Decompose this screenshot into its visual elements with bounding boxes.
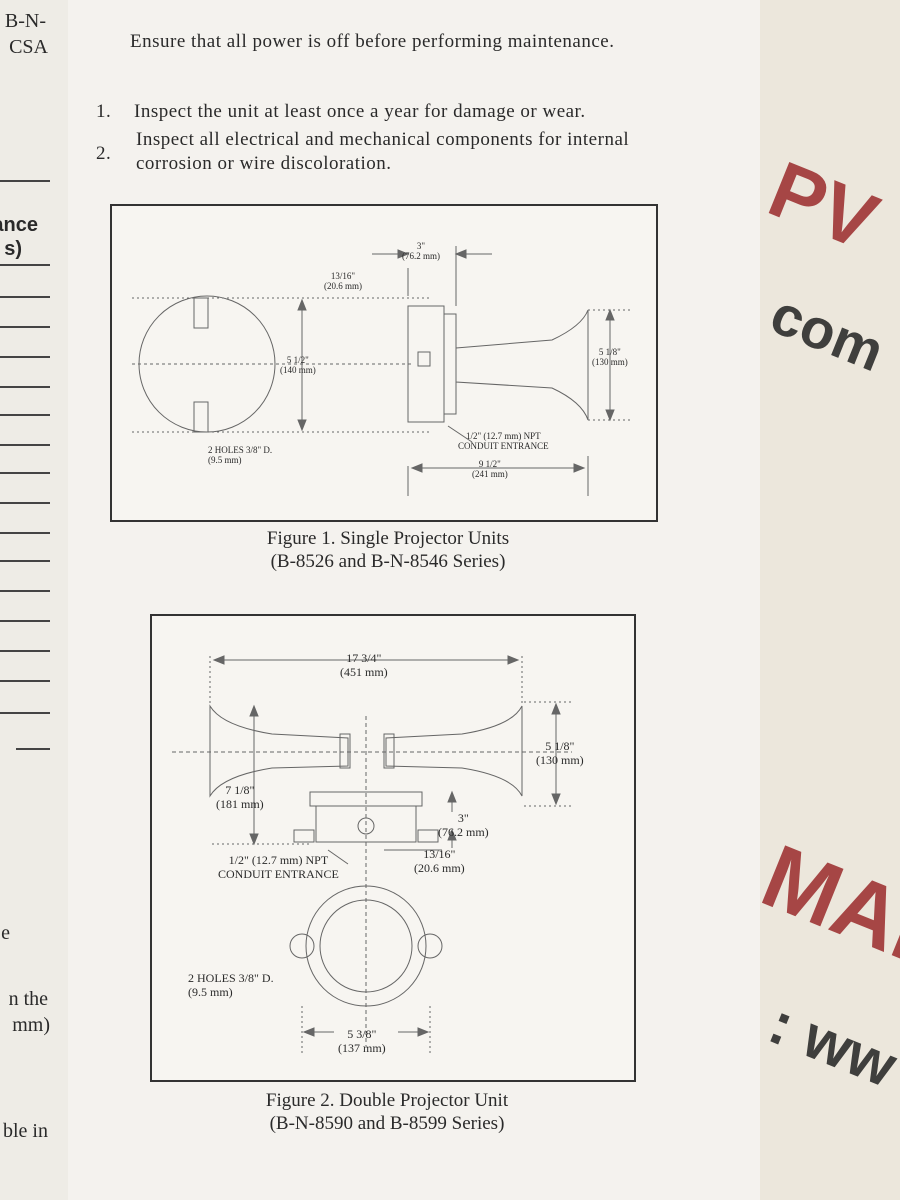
mounting-hole-right [417, 933, 443, 959]
dim-label-length: 9 1/2"(241 mm) [472, 459, 508, 479]
left-horn-outline [209, 704, 349, 798]
fragment-text: B-N- [4, 10, 46, 32]
caption-line: Figure 2. Double Projector Unit [265, 1090, 509, 1111]
projector-housing [407, 305, 445, 423]
rule-line [0, 472, 50, 474]
rule-line [0, 560, 50, 562]
rule-line [0, 264, 50, 266]
step-text: Inspect all electrical and mechanical co… [136, 129, 630, 174]
fragment-text: n the [8, 988, 48, 1010]
step-number: 1. [96, 101, 112, 122]
mounting-hole-bottom [193, 401, 209, 433]
dim-label-height: 7 1/8"(181 mm) [216, 783, 264, 811]
fragment-text: ble in [3, 1120, 48, 1142]
step-text: Inspect the unit at least once a year fo… [134, 101, 586, 122]
caption-line: (B-8526 and B-N-8546 Series) [270, 550, 506, 572]
intro-text: Ensure that all power is off before perf… [130, 31, 615, 52]
dim-label-horn: 5 1/8"(130 mm) [592, 347, 628, 367]
fragment-text: s) [4, 238, 22, 260]
rule-line [16, 748, 50, 750]
mounting-hole-top [193, 297, 209, 329]
rule-line [0, 712, 50, 714]
dim-label-flange: 13/16"(20.6 mm) [414, 847, 465, 875]
rule-line [0, 650, 50, 652]
dim-label-height: 5 1/2"(140 mm) [280, 355, 316, 375]
figure-1-caption: Figure 1. Single Projector Units (B-8526… [208, 528, 568, 574]
figure-2-double-projector: 17 3/4"(451 mm) 5 1/8"(130 mm) 7 1/8"(18… [150, 614, 636, 1082]
dim-label-top: 3"(76.2 mm) [402, 241, 440, 261]
figure-1-drawing [132, 246, 632, 496]
fragment-text: e [1, 922, 10, 944]
figure-2-caption: Figure 2. Double Projector Unit (B-N-859… [222, 1090, 552, 1136]
dim-label-horn: 5 1/8"(130 mm) [536, 739, 584, 767]
horn-outline [455, 309, 589, 421]
dim-label-base: 3"(76.2 mm) [438, 811, 489, 839]
step-number: 2. [96, 143, 112, 164]
dim-label-holes: 2 HOLES 3/8" D.(9.5 mm) [208, 445, 273, 465]
rule-line [0, 296, 50, 298]
dim-label-bottom: 5 3/8"(137 mm) [338, 1027, 386, 1055]
rule-line [0, 180, 50, 182]
fragment-text: ance [0, 214, 38, 236]
mounting-bracket-outline [305, 885, 427, 1007]
right-horn-outline [385, 705, 523, 797]
adjacent-page-fragment: B-N- CSA ance s) e n the mm) ble in [0, 0, 69, 1200]
caption-line: (B-N-8590 and B-8599 Series) [269, 1112, 505, 1134]
fragment-text: mm) [12, 1014, 50, 1036]
mounting-hole-left [289, 933, 315, 959]
rule-line [0, 356, 50, 358]
manual-page: Ensure that all power is off before perf… [68, 0, 760, 1200]
rule-line [0, 326, 50, 328]
rule-line [0, 444, 50, 446]
fragment-text: CSA [9, 36, 48, 58]
figure-1-single-projector: 3"(76.2 mm) 13/16"(20.6 mm) 5 1/2"(140 m… [110, 204, 658, 522]
rule-line [0, 414, 50, 416]
rule-line [0, 532, 50, 534]
dim-label-flange: 13/16"(20.6 mm) [324, 271, 362, 291]
figure-2-drawing [172, 655, 572, 1056]
rule-line [0, 620, 50, 622]
caption-line: Figure 1. Single Projector Units [266, 528, 510, 549]
dim-label-holes: 2 HOLES 3/8" D.(9.5 mm) [188, 971, 274, 999]
rule-line [0, 502, 50, 504]
rule-line [0, 386, 50, 388]
rule-line [0, 680, 50, 682]
background-surface [760, 0, 900, 1200]
dim-label-width: 17 3/4"(451 mm) [340, 651, 388, 679]
rule-line [0, 590, 50, 592]
